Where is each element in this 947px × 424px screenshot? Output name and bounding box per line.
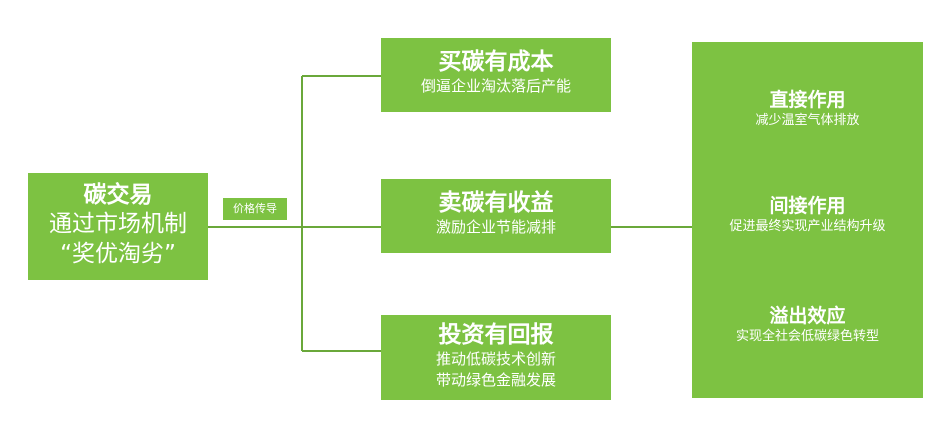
mechanism-desc: 推动低碳技术创新 [435, 350, 556, 368]
effect-title: 溢出效应 [769, 305, 846, 327]
effect-desc: 实现全社会低碳绿色转型 [735, 329, 879, 344]
effect-spillover: 溢出效应 实现全社会低碳绿色转型 [692, 304, 923, 346]
mechanism-box-buy: 买碳有成本 倒逼企业淘汰落后产能 [381, 38, 611, 112]
mechanism-box-sell: 卖碳有收益 激励企业节能减排 [381, 179, 611, 253]
mechanism-desc: 倒逼企业淘汰落后产能 [420, 77, 571, 95]
mechanism-title: 投资有回报 [438, 322, 554, 348]
mechanism-desc: 带动绿色金融发展 [435, 371, 556, 389]
source-line-2: 通过市场机制 [49, 211, 187, 237]
mechanism-title: 买碳有成本 [438, 49, 554, 75]
effect-direct: 直接作用 减少温室气体排放 [692, 88, 923, 130]
effect-desc: 促进最终实现产业结构升级 [729, 219, 886, 234]
mechanism-desc: 激励企业节能减排 [435, 218, 556, 236]
mechanism-title: 卖碳有收益 [438, 190, 554, 216]
mechanism-box-invest: 投资有回报 推动低碳技术创新 带动绿色金融发展 [381, 315, 611, 400]
effect-indirect: 间接作用 促进最终实现产业结构升级 [692, 194, 923, 236]
effects-box: 直接作用 减少温室气体排放 间接作用 促进最终实现产业结构升级 溢出效应 实现全… [692, 42, 923, 398]
effect-title: 间接作用 [769, 195, 846, 217]
source-box: 碳交易 通过市场机制 “奖优淘劣” [28, 173, 208, 280]
effect-title: 直接作用 [769, 89, 846, 111]
source-title: 碳交易 [83, 182, 153, 208]
effect-desc: 减少温室气体排放 [755, 113, 860, 128]
connector-label: 价格传导 [223, 198, 287, 220]
source-line-3: “奖优淘劣” [60, 241, 176, 267]
